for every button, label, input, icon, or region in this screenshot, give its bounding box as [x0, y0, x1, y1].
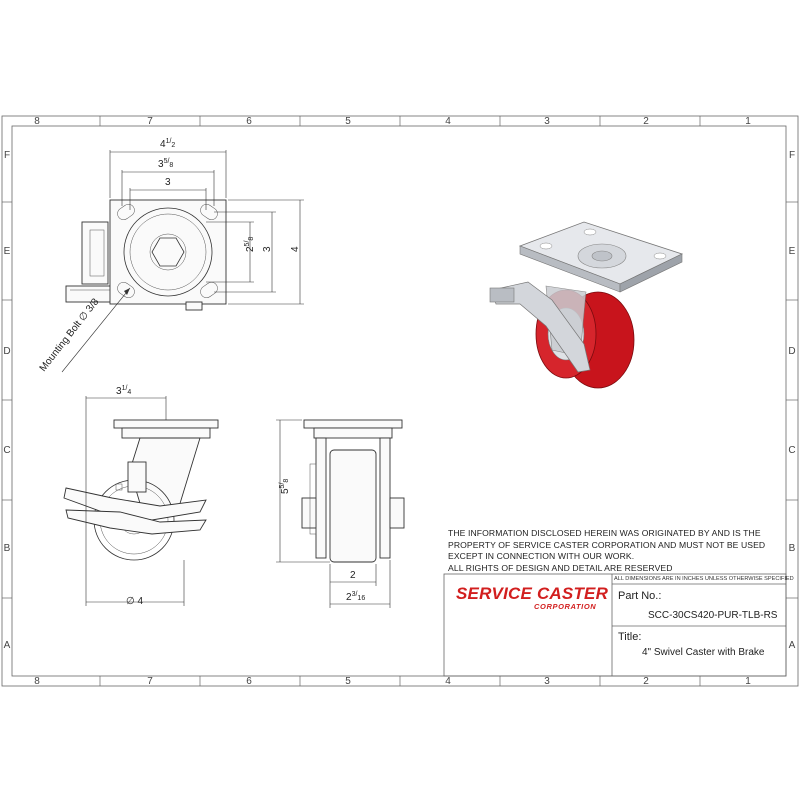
- front-view: 55/8 2 23/16: [276, 419, 405, 608]
- top-zone-labels: 8 7 6 5 4 3 2 1: [34, 116, 751, 127]
- zone-row-a-left: A: [4, 640, 11, 651]
- front-wheel: [329, 449, 377, 563]
- left-zone-labels: F E D C B A: [3, 150, 10, 651]
- zone-row-c-left: C: [3, 445, 10, 456]
- top-view-dims: [109, 150, 304, 305]
- zone-col-2-bottom: 2: [643, 676, 649, 687]
- dimensions-note: ALL DIMENSIONS ARE IN INCHES UNLESS OTHE…: [614, 576, 794, 582]
- zone-row-f-right: F: [789, 150, 795, 161]
- notice-line-2: PROPERTY OF SERVICE CASTER CORPORATION A…: [448, 539, 766, 550]
- zone-col-8-top: 8: [34, 116, 40, 127]
- service-caster-logo: SERVICE CASTER CORPORATION: [452, 584, 612, 618]
- dim-top-inner: 3: [165, 177, 171, 188]
- zone-col-3-bottom: 3: [544, 676, 550, 687]
- zone-col-1-top: 1: [745, 116, 751, 127]
- zone-col-4-top: 4: [445, 116, 451, 127]
- zone-col-6-top: 6: [246, 116, 252, 127]
- dim-wheel-width: 2: [350, 570, 356, 581]
- top-view: 41/2 35/8 3 4 3 25/8 Mounting Bolt ∅ 3/8: [38, 138, 304, 374]
- dim-height: 55/8: [279, 479, 291, 494]
- zone-col-3-top: 3: [544, 116, 550, 127]
- zone-col-6-bottom: 6: [246, 676, 252, 687]
- dim-overall-width: 23/16: [346, 591, 365, 603]
- proprietary-notice: THE INFORMATION DISCLOSED HEREIN WAS ORI…: [448, 528, 788, 574]
- part-no-label: Part No.:: [618, 590, 662, 602]
- logo-main-text: SERVICE CASTER: [456, 584, 609, 603]
- zone-col-7-top: 7: [147, 116, 153, 127]
- title-value: 4" Swivel Caster with Brake: [642, 647, 765, 658]
- zone-row-d-left: D: [3, 346, 10, 357]
- zone-row-b-left: B: [4, 543, 11, 554]
- right-zone-labels: F E D C B A: [788, 150, 795, 651]
- zone-row-f-left: F: [4, 150, 10, 161]
- zone-row-e-left: E: [4, 246, 11, 257]
- notice-line-1: THE INFORMATION DISCLOSED HEREIN WAS ORI…: [448, 528, 761, 538]
- zone-row-c-right: C: [788, 445, 795, 456]
- dim-right-inner: 25/8: [244, 237, 256, 252]
- notice-line-3: EXCEPT IN CONNECTION WITH OUR WORK.: [448, 551, 635, 562]
- bottom-zone-labels: 8 7 6 5 4 3 2 1: [34, 676, 751, 687]
- dim-top-width: 41/2: [160, 138, 175, 150]
- zone-col-7-bottom: 7: [147, 676, 153, 687]
- sheet-inner-border: [11, 125, 787, 677]
- zone-col-8-bottom: 8: [34, 676, 40, 687]
- zone-row-e-right: E: [789, 246, 796, 257]
- zone-col-5-bottom: 5: [345, 676, 351, 687]
- part-no-value: SCC-30CS420-PUR-TLB-RS: [648, 610, 778, 621]
- dim-top-mid: 35/8: [158, 158, 173, 170]
- zone-col-4-bottom: 4: [445, 676, 451, 687]
- zone-row-d-right: D: [788, 346, 795, 357]
- dim-wheel-dia: ∅ 4: [126, 596, 143, 607]
- mounting-slots: [117, 204, 218, 298]
- zone-row-b-right: B: [789, 543, 796, 554]
- title-label: Title:: [618, 631, 642, 643]
- dim-right-mid: 3: [262, 246, 273, 252]
- top-plate: [109, 199, 227, 305]
- zone-col-5-top: 5: [345, 116, 351, 127]
- dim-right-outer: 4: [290, 246, 301, 252]
- zone-row-a-right: A: [789, 640, 796, 651]
- side-view: 31/4 ∅ 4: [63, 385, 219, 607]
- notice-line-4: ALL RIGHTS OF DESIGN AND DETAIL ARE RESE…: [448, 562, 673, 573]
- zone-col-1-bottom: 1: [745, 676, 751, 687]
- title-block-frame: [443, 573, 787, 677]
- top-zone-ticks: [2, 116, 798, 686]
- zone-col-2-top: 2: [643, 116, 649, 127]
- isometric-caster-render: [489, 221, 684, 389]
- dim-offset: 31/4: [116, 385, 131, 397]
- logo-sub-text: CORPORATION: [534, 602, 597, 611]
